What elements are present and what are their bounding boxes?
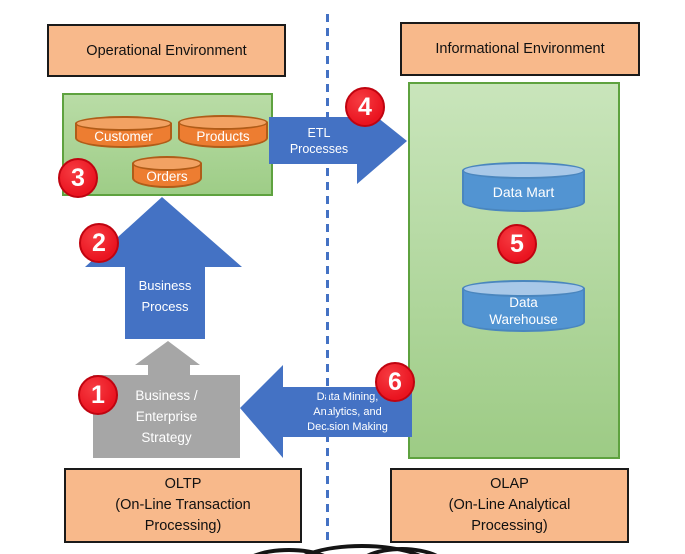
business-process-line2: Process [141,299,189,314]
orders-db-cylinder: Orders [132,156,202,188]
etl-line1: ETL [307,125,331,140]
etl-line2: Processes [289,141,349,156]
strategy-line2: Enterprise [135,409,198,424]
operational-environment-label: Operational Environment [86,42,247,59]
products-db-cylinder: Products [178,115,268,148]
informational-environment-label: Informational Environment [435,41,605,57]
environment-divider-line [326,14,329,541]
customer-db-cylinder: Customer [75,116,172,148]
data-mart-cylinder: Data Mart [462,162,585,212]
orders-db-cylinder-top [132,156,202,171]
informational-panel [408,82,620,459]
strategy-to-process-arrow [135,341,200,376]
data-warehouse-label-line2: Warehouse [489,312,558,327]
oltp-line2: (On-Line Transaction [115,497,251,513]
data-mart-label: Data Mart [492,184,555,200]
business-process-line1: Business [138,278,192,293]
step-2-badge: 2 [79,223,119,263]
oltp-box: OLTP (On-Line Transaction Processing) [64,468,302,543]
olap-line1: OLAP [490,476,529,492]
mining-line3: Decision Making [307,420,388,433]
step-1-badge: 1 [78,375,118,415]
step-6-number: 6 [388,367,402,396]
step-6-badge: 6 [375,362,415,402]
step-4-badge: 4 [345,87,385,127]
customer-db-label: Customer [94,129,153,144]
olap-line2: (On-Line Analytical [448,497,571,513]
products-db-label: Products [196,128,250,144]
step-5-number: 5 [510,229,524,258]
enterprise-strategy-box: Business / Enterprise Strategy [93,375,240,458]
olap-line3: Processing) [471,518,548,534]
orders-db-label: Orders [146,169,188,184]
data-warehouse-cylinder: Data Warehouse [462,280,585,332]
mining-line2: Analytics, and [313,405,382,418]
products-db-cylinder-top [178,115,268,130]
oltp-line3: Processing) [144,518,222,534]
oltp-line1: OLTP [164,476,202,492]
step-3-badge: 3 [58,158,98,198]
strategy-line3: Strategy [141,430,192,445]
mining-line1: Data Mining, [316,390,379,403]
step-2-number: 2 [92,228,106,257]
business-process-arrow-label: Business Process [125,263,205,329]
data-warehouse-cylinder-top [462,280,585,297]
step-5-badge: 5 [497,224,537,264]
data-warehouse-label-line1: Data [509,295,538,310]
step-4-number: 4 [358,92,372,121]
strategy-line1: Business / [135,388,198,403]
informational-environment-header: Informational Environment [400,22,640,76]
olap-box: OLAP (On-Line Analytical Processing) [390,468,629,543]
step-1-number: 1 [91,380,105,409]
operational-environment-header: Operational Environment [47,24,286,77]
customer-db-cylinder-top [75,116,172,131]
step-3-number: 3 [71,163,85,192]
etl-arrow-label: ETL Processes [273,117,365,164]
data-mart-cylinder-top [462,162,585,179]
